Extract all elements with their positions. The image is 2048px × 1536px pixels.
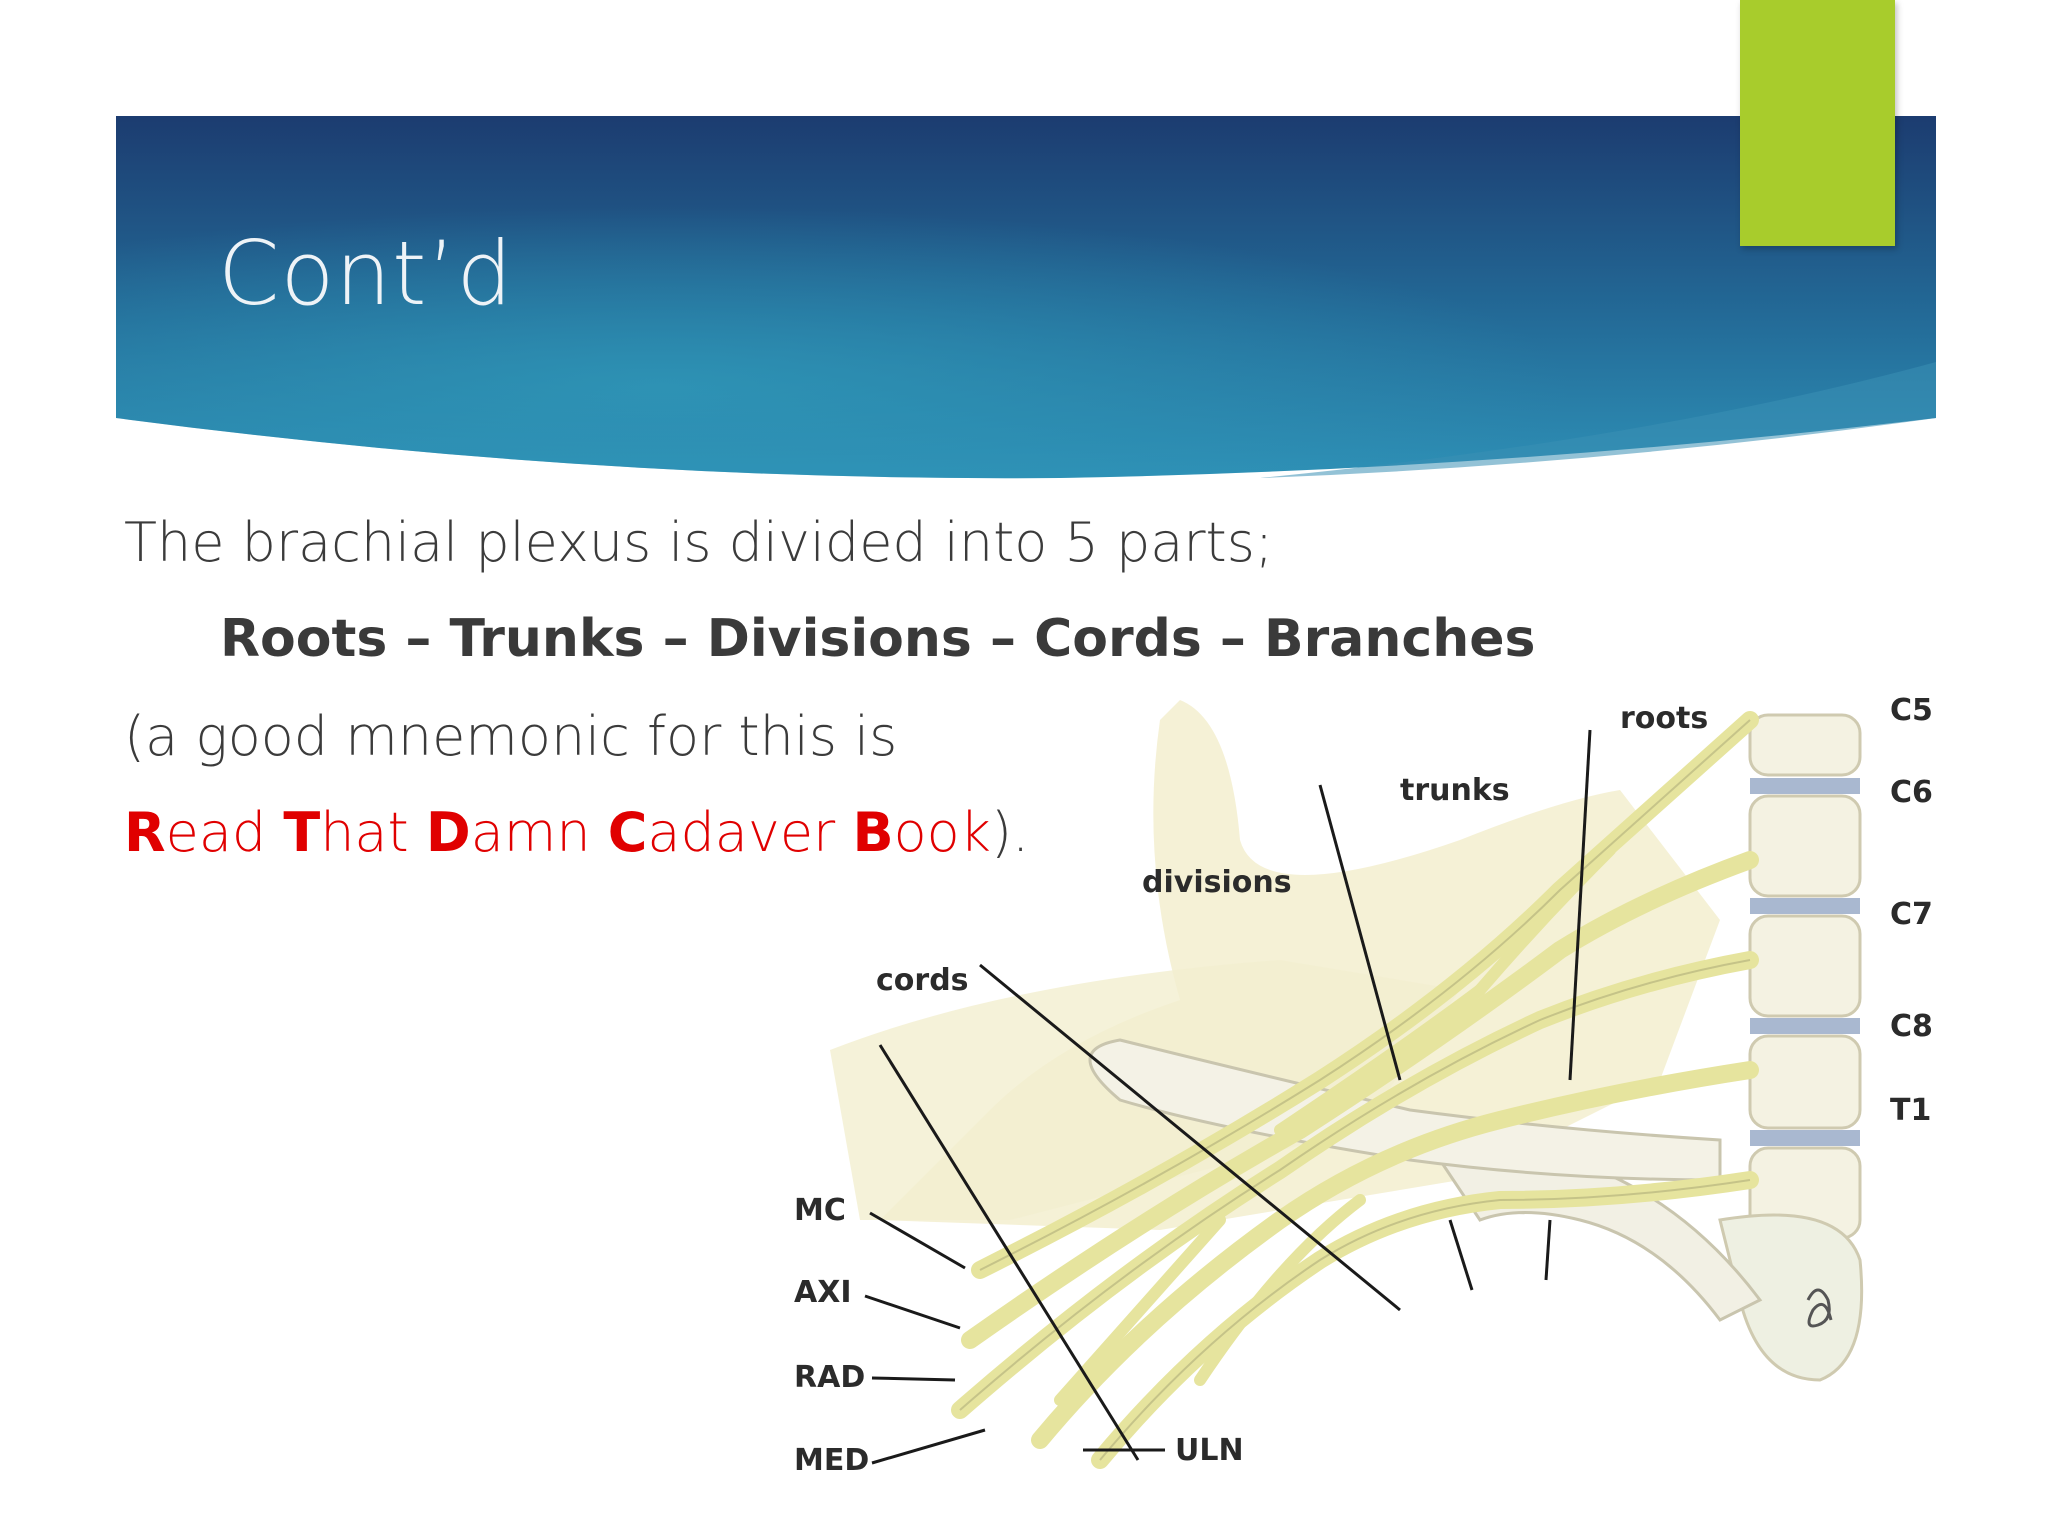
mnemonic-word-cadaver: Cadaver [607,801,853,864]
label-uln: ULN [1175,1433,1244,1468]
mnemonic-word-read: Read [124,801,284,864]
label-axi: AXI [794,1275,852,1310]
label-c8: C8 [1890,1009,1933,1044]
label-c6: C6 [1890,775,1933,810]
accent-tab [1740,0,1895,246]
mnemonic-word-book: Book [852,801,991,864]
brachial-plexus-diagram: roots trunks divisions cords C5 C6 C7 C8… [794,693,1933,1478]
mnemonic-word-damn: Damn [425,801,608,864]
label-divisions: divisions [1142,865,1292,900]
intro-text: The brachial plexus is divided into 5 pa… [124,511,1274,574]
mnemonic-word-that: That [283,801,426,864]
label-t1: T1 [1890,1093,1931,1128]
label-med: MED [794,1443,869,1478]
label-trunks: trunks [1400,773,1510,808]
label-cords: cords [876,963,969,998]
parts-sequence: Roots – Trunks – Divisions – Cords – Bra… [220,609,1536,669]
artist-signature [1806,1288,1833,1328]
mnemonic-closing: ). [990,801,1030,864]
label-rad: RAD [794,1360,865,1395]
mnemonic-text: Read That Damn Cadaver Book). [124,806,1029,860]
label-c7: C7 [1890,897,1933,932]
label-roots: roots [1620,701,1708,736]
label-mc: MC [794,1193,846,1228]
slide-title: Cont’d [218,222,514,325]
mnemonic-intro: (a good mnemonic for this is [124,705,898,768]
label-c5: C5 [1890,693,1933,728]
vertebral-column [1718,713,1864,1382]
leader-lines [864,729,1592,1465]
